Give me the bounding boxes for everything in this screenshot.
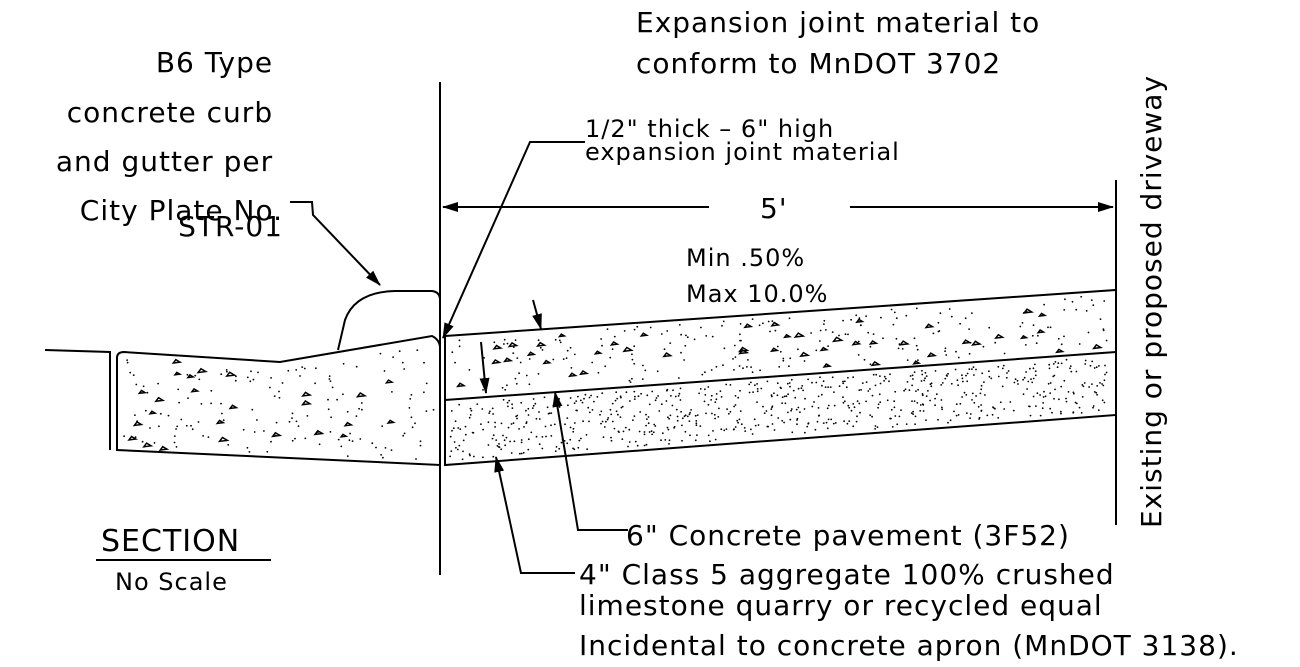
dimension-label: 5' xyxy=(760,192,788,225)
section-scale: No Scale xyxy=(115,568,228,596)
section-caption: SECTION No Scale xyxy=(96,524,271,596)
curb-gutter xyxy=(44,290,441,467)
aggregate-texture xyxy=(449,358,1108,461)
pavement-label: 6" Concrete pavement (3F52) xyxy=(626,519,1070,552)
curb-plate-label: STR-01 xyxy=(178,210,283,243)
expansion-material-label: Expansion joint material to conform to M… xyxy=(636,6,1050,80)
pavement-layers xyxy=(444,288,1117,467)
slope-label: Min .50% Max 10.0% xyxy=(686,244,829,308)
curb-label: B6 Type concrete curb and gutter per Cit… xyxy=(56,46,283,227)
aggregate-label: 4" Class 5 aggregate 100% crushed limest… xyxy=(579,558,1239,662)
pavement-texture xyxy=(451,295,1108,391)
joint-label: 1/2" thick – 6" high expansion joint mat… xyxy=(585,115,900,166)
curb-texture xyxy=(123,349,435,460)
section-title: SECTION xyxy=(101,524,240,559)
leaders xyxy=(290,141,628,574)
driveway-label: Existing or proposed driveway xyxy=(1135,75,1168,528)
